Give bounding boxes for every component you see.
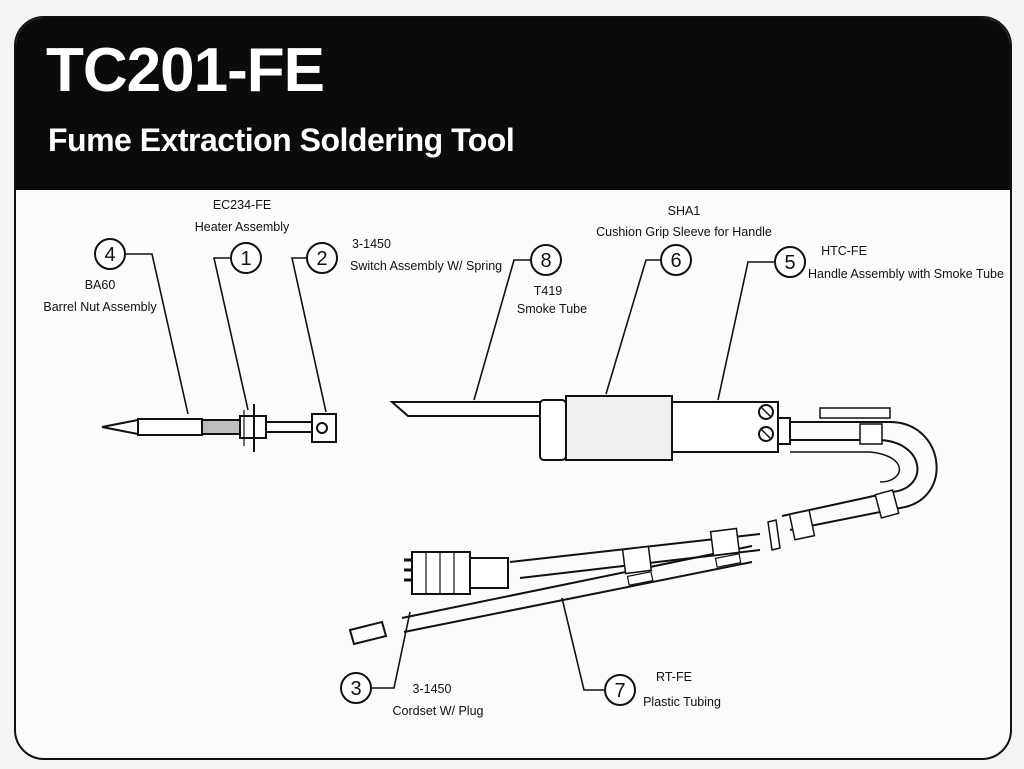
callout-2: 2 <box>306 242 338 274</box>
part-desc-2: Switch Assembly W/ Spring <box>350 259 502 273</box>
part-desc-3: Cordset W/ Plug <box>392 704 483 718</box>
part-labels: BA60 Barrel Nut Assembly EC234-FE Heater… <box>43 198 1004 718</box>
callout-1: 1 <box>230 242 262 274</box>
plug-drawing <box>348 551 509 646</box>
part-desc-4: Barrel Nut Assembly <box>43 300 157 314</box>
handle-drawing <box>389 395 791 461</box>
part-number-4: BA60 <box>85 278 116 292</box>
callout-8: 8 <box>530 244 562 276</box>
leader-lines <box>110 253 774 691</box>
callout-number: 6 <box>670 250 681 272</box>
part-desc-5: Handle Assembly with Smoke Tube <box>808 267 1004 281</box>
part-number-5: HTC-FE <box>821 244 867 258</box>
callout-number: 2 <box>316 248 327 270</box>
part-number-2: 3-1450 <box>352 237 391 251</box>
tubing-drawing <box>401 407 938 633</box>
heater-subassembly-drawing <box>101 404 337 452</box>
part-desc-7: Plastic Tubing <box>643 695 721 709</box>
callout-markers: 4 1 2 8 6 5 3 7 <box>94 238 806 706</box>
part-number-7: RT-FE <box>656 670 692 684</box>
model-title: TC201-FE <box>46 36 325 105</box>
part-number-1: EC234-FE <box>213 198 271 212</box>
part-desc-8: Smoke Tube <box>517 302 587 316</box>
title-banner: TC201-FE Fume Extraction Soldering Tool <box>16 18 1010 190</box>
callout-4: 4 <box>94 238 126 270</box>
callout-number: 5 <box>784 252 795 274</box>
product-subtitle: Fume Extraction Soldering Tool <box>48 122 515 158</box>
callout-3: 3 <box>340 672 372 704</box>
callout-number: 4 <box>104 244 115 266</box>
part-number-8: T419 <box>534 284 563 298</box>
diagram-sheet: TC201-FE Fume Extraction Soldering Tool <box>14 16 1012 760</box>
callout-number: 1 <box>240 248 251 270</box>
callout-number: 3 <box>350 678 361 700</box>
callout-7: 7 <box>604 674 636 706</box>
part-desc-1: Heater Assembly <box>195 220 290 234</box>
callout-number: 7 <box>614 680 625 702</box>
callout-5: 5 <box>774 246 806 278</box>
part-number-3: 3-1450 <box>413 682 452 696</box>
callout-number: 8 <box>540 250 551 272</box>
callout-6: 6 <box>660 244 692 276</box>
part-number-6: SHA1 <box>668 204 701 218</box>
part-desc-6: Cushion Grip Sleeve for Handle <box>596 225 772 239</box>
